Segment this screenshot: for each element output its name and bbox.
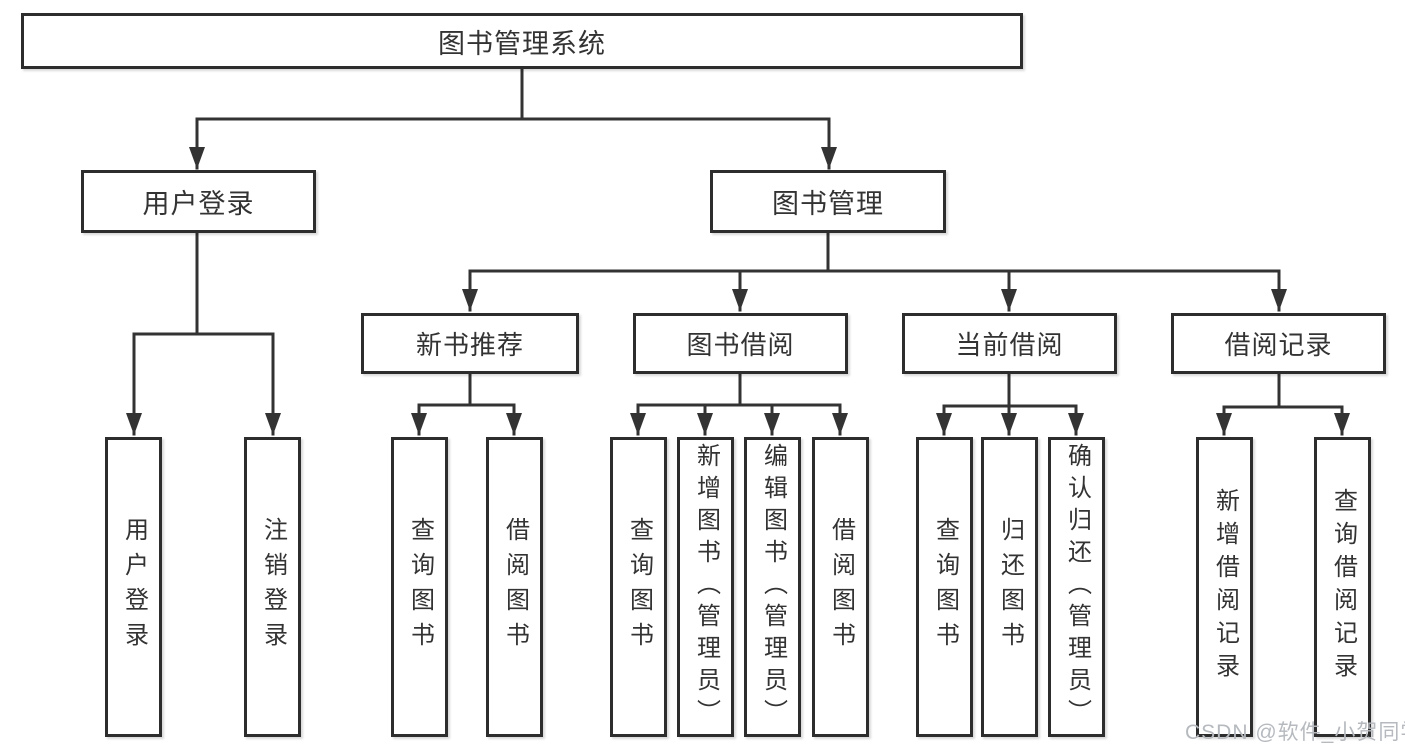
node-book-borrow-label: 图书借阅 (686, 330, 795, 360)
leaf-add-book-admin: 新增图书（管理员） (677, 437, 734, 737)
node-book-management: 图书管理 (710, 170, 946, 233)
leaf-borrow-books: 借阅图书 (812, 437, 869, 737)
leaf-add-borrow-record: 新增借阅记录 (1196, 437, 1253, 737)
node-current-borrow: 当前借阅 (902, 313, 1117, 374)
leaf-query-borrow-record-label: 查询借阅记录 (1329, 488, 1357, 686)
leaf-logout-label: 注销登录 (259, 517, 287, 657)
leaf-query-books-recommend-label: 查询图书 (406, 517, 434, 657)
leaf-confirm-return-admin: 确认归还（管理员） (1048, 437, 1105, 737)
node-borrow-records-label: 借阅记录 (1224, 330, 1333, 360)
leaf-query-books-borrow-label: 查询图书 (625, 517, 653, 657)
leaf-add-borrow-record-label: 新增借阅记录 (1211, 488, 1239, 686)
node-user-login: 用户登录 (81, 170, 316, 233)
node-user-login-label: 用户登录 (142, 189, 255, 219)
leaf-user-login: 用户登录 (105, 437, 162, 737)
node-root: 图书管理系统 (21, 13, 1023, 69)
leaf-query-books-recommend: 查询图书 (391, 437, 448, 737)
leaf-logout: 注销登录 (244, 437, 301, 737)
node-book-borrow: 图书借阅 (633, 313, 848, 374)
node-new-book-recommend: 新书推荐 (361, 313, 579, 374)
leaf-add-book-admin-label: 新增图书（管理员） (692, 443, 720, 731)
leaf-query-books-borrow: 查询图书 (610, 437, 667, 737)
node-root-label: 图书管理系统 (438, 28, 606, 59)
leaf-query-books-current: 查询图书 (916, 437, 973, 737)
node-book-management-label: 图书管理 (772, 189, 884, 219)
leaf-return-books: 归还图书 (981, 437, 1038, 737)
node-current-borrow-label: 当前借阅 (955, 330, 1064, 360)
leaf-return-books-label: 归还图书 (996, 517, 1024, 657)
node-borrow-records: 借阅记录 (1171, 313, 1386, 374)
leaf-query-borrow-record: 查询借阅记录 (1314, 437, 1371, 737)
node-new-book-recommend-label: 新书推荐 (415, 330, 524, 360)
leaf-user-login-label: 用户登录 (120, 517, 148, 657)
leaf-borrow-books-label: 借阅图书 (827, 517, 855, 657)
leaf-borrow-books-recommend-label: 借阅图书 (501, 517, 529, 657)
leaf-edit-book-admin: 编辑图书（管理员） (744, 437, 801, 737)
leaf-confirm-return-admin-label: 确认归还（管理员） (1063, 443, 1091, 731)
leaf-query-books-current-label: 查询图书 (931, 517, 959, 657)
watermark: CSDN @软件_小贺同学 (1185, 721, 1405, 744)
leaf-edit-book-admin-label: 编辑图书（管理员） (759, 443, 787, 731)
leaf-borrow-books-recommend: 借阅图书 (486, 437, 543, 737)
